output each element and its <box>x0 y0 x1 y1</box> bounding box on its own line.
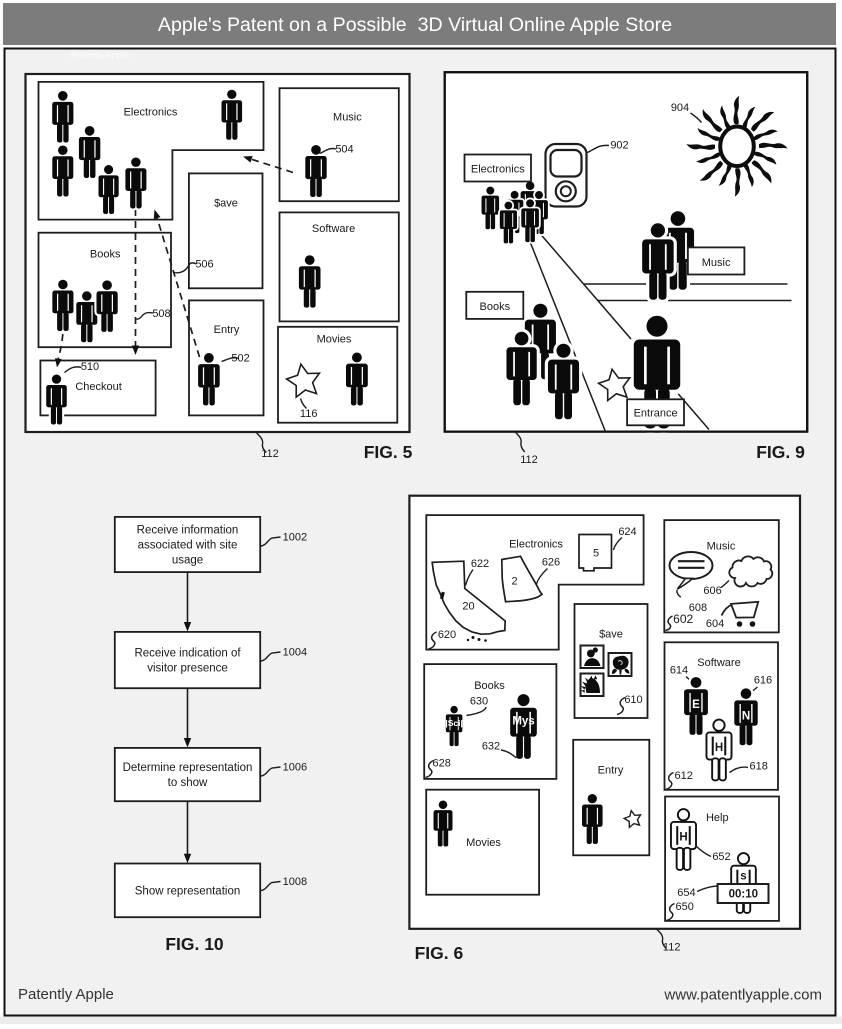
svg-text:20: 20 <box>462 601 474 613</box>
svg-text:Receive information: Receive information <box>137 525 239 537</box>
svg-text:usage: usage <box>172 555 203 567</box>
svg-text:508: 508 <box>152 308 170 320</box>
svg-text:628: 628 <box>433 757 451 769</box>
svg-text:Determine representation: Determine representation <box>123 762 253 774</box>
svg-text:502: 502 <box>231 353 249 365</box>
svg-text:Entry: Entry <box>214 324 240 336</box>
svg-text:Software: Software <box>697 657 740 669</box>
svg-text:FIG. 9: FIG. 9 <box>756 442 805 462</box>
svg-text:to show: to show <box>168 777 208 789</box>
svg-text:624: 624 <box>618 526 636 538</box>
svg-text:604: 604 <box>706 618 724 630</box>
svg-text:510: 510 <box>81 361 99 373</box>
svg-text:s: s <box>740 871 746 883</box>
svg-text:112: 112 <box>520 454 538 466</box>
svg-text:FIG. 6: FIG. 6 <box>415 943 464 963</box>
svg-text:N: N <box>742 711 750 723</box>
svg-text:5: 5 <box>593 548 599 560</box>
svg-text:606: 606 <box>703 585 721 597</box>
svg-text:Show representation: Show representation <box>135 885 240 897</box>
svg-text:Music: Music <box>333 112 362 124</box>
svg-text:Checkout: Checkout <box>75 381 121 393</box>
svg-text:FIG. 10: FIG. 10 <box>165 934 224 954</box>
svg-text:504: 504 <box>335 144 353 156</box>
svg-text:associated with site: associated with site <box>138 540 238 552</box>
svg-text:$ave: $ave <box>214 198 238 210</box>
svg-text:Music: Music <box>707 541 736 553</box>
svg-text:Electronics: Electronics <box>509 539 563 551</box>
svg-text:00:10: 00:10 <box>729 889 758 901</box>
svg-text:Software: Software <box>312 223 355 235</box>
svg-text:E: E <box>692 699 700 711</box>
svg-text:Entrance: Entrance <box>634 408 678 420</box>
svg-text:904: 904 <box>671 102 689 114</box>
svg-text:Electronics: Electronics <box>471 164 525 176</box>
svg-text:Entry: Entry <box>598 765 624 777</box>
svg-text:Mys: Mys <box>512 716 534 728</box>
svg-text:Electronics: Electronics <box>124 107 178 119</box>
svg-text:Music: Music <box>702 257 731 269</box>
svg-text:Receive indication of: Receive indication of <box>134 648 241 660</box>
svg-text:PatentlyApple: PatentlyApple <box>71 50 130 61</box>
svg-text:Books: Books <box>90 249 121 261</box>
svg-text:H: H <box>715 742 723 754</box>
svg-text:616: 616 <box>754 675 772 687</box>
svg-text:632: 632 <box>482 741 500 753</box>
svg-text:Patently Apple: Patently Apple <box>18 986 114 1003</box>
svg-text:650: 650 <box>676 901 694 913</box>
svg-text:Movies: Movies <box>317 334 352 346</box>
svg-text:|Sci|: |Sci| <box>445 718 463 728</box>
svg-text:FIG. 5: FIG. 5 <box>364 442 413 462</box>
svg-text:H: H <box>679 832 687 844</box>
svg-text:654: 654 <box>677 887 695 899</box>
svg-text:Books: Books <box>474 680 505 692</box>
svg-text:116: 116 <box>300 408 318 420</box>
svg-text:618: 618 <box>750 761 768 773</box>
svg-text:1008: 1008 <box>283 876 307 888</box>
svg-text:Apple's Patent on a Possible: Apple's Patent on a Possible 3D Virtual … <box>158 14 672 36</box>
svg-text:620: 620 <box>438 629 456 641</box>
svg-text:652: 652 <box>712 851 730 863</box>
svg-text:630: 630 <box>470 696 488 708</box>
svg-text:Movies: Movies <box>466 837 501 849</box>
svg-text:visitor presence: visitor presence <box>147 663 228 675</box>
svg-text:1004: 1004 <box>283 647 307 659</box>
svg-text:www.patentlyapple.com: www.patentlyapple.com <box>663 987 822 1004</box>
svg-text:612: 612 <box>675 770 693 782</box>
svg-text:506: 506 <box>195 258 213 270</box>
svg-text:622: 622 <box>471 558 489 570</box>
svg-text:1006: 1006 <box>283 762 307 774</box>
svg-text:610: 610 <box>624 694 642 706</box>
svg-text:112: 112 <box>663 942 681 954</box>
svg-text:2: 2 <box>511 576 517 588</box>
svg-text:602: 602 <box>673 612 693 626</box>
svg-text:1002: 1002 <box>283 532 307 544</box>
svg-text:902: 902 <box>610 140 628 152</box>
svg-text:614: 614 <box>670 665 688 677</box>
svg-text:608: 608 <box>689 602 707 614</box>
svg-text:Books: Books <box>480 301 511 313</box>
svg-text:Help: Help <box>706 812 729 824</box>
svg-text:$ave: $ave <box>599 629 623 641</box>
svg-text:626: 626 <box>542 557 560 569</box>
